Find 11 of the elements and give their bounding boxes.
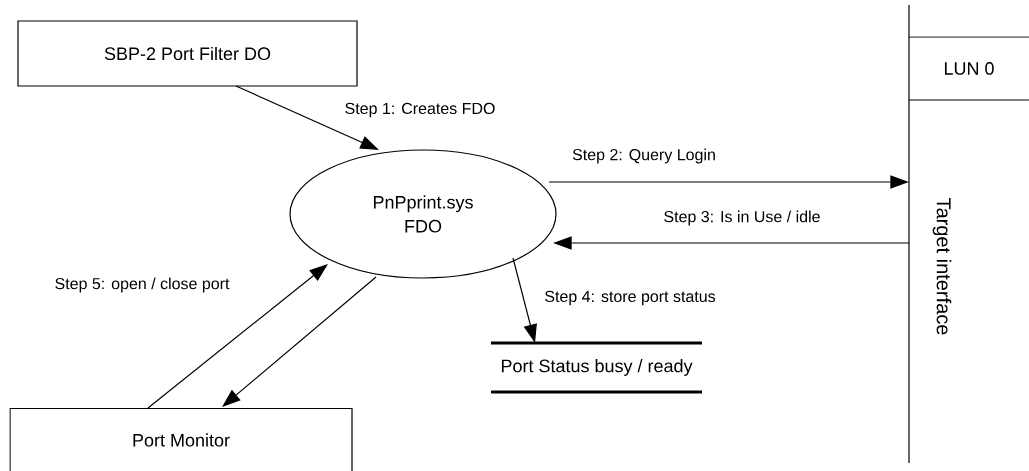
arrow [222,276,377,407]
process-box: Port Monitor [9,407,353,471]
data-store: Port Status busy / ready [491,341,702,394]
edge-label: Step 4: store port status [543,289,717,307]
interface-cell: LUN 0 [908,36,1029,101]
arrow [147,264,328,409]
edge-label: Step 5: open / close port [53,276,231,294]
edge-label: Step 2: Query Login [570,147,718,165]
edge-label: Step 1: Creates FDO [343,101,497,119]
edge-label: Step 3: Is in Use / idle [662,209,822,227]
process-box: SBP-2 Port Filter DO [17,20,358,87]
